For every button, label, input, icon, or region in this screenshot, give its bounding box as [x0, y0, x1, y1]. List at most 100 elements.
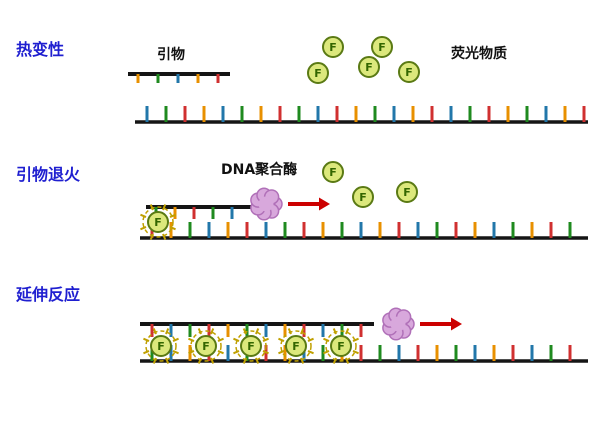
- burst-ray: [233, 337, 240, 342]
- label-annealing: 引物退火: [16, 165, 81, 184]
- burst-ray: [172, 350, 179, 355]
- burst-ray: [143, 350, 150, 355]
- burst-ray: [255, 357, 260, 364]
- burst-ray: [210, 328, 215, 335]
- burst-ray: [152, 357, 157, 364]
- burst-ray: [140, 226, 147, 231]
- burst-ray: [242, 328, 247, 335]
- arrow-head: [451, 317, 462, 331]
- burst-ray: [242, 357, 247, 364]
- burst-ray: [278, 350, 285, 355]
- bound-fluorophore: F: [278, 328, 314, 364]
- fluorophore-circle: [330, 335, 352, 357]
- bound-fluorophore: F: [233, 328, 269, 364]
- burst-ray: [300, 357, 305, 364]
- bound-fluorophore: F: [140, 204, 176, 240]
- burst-ray: [352, 337, 359, 342]
- strand-template-1: [135, 106, 588, 124]
- fluorophore-letter: F: [202, 340, 210, 353]
- burst-ring: [325, 330, 357, 362]
- burst-ray: [188, 350, 195, 355]
- fluorophore: F: [147, 211, 169, 233]
- burst-ray: [217, 350, 224, 355]
- fluorophore-letter: F: [154, 216, 162, 229]
- burst-ray: [323, 350, 330, 355]
- burst-ring: [280, 330, 312, 362]
- label-polymerase: DNA聚合酶: [221, 162, 298, 178]
- burst-ray: [143, 337, 150, 342]
- strand-primer-free: [128, 72, 230, 83]
- fluorophore: F: [285, 335, 307, 357]
- burst-ray: [165, 328, 170, 335]
- polymerase-center: [258, 196, 274, 212]
- bound-fluorophore: F: [143, 328, 179, 364]
- burst-ray: [217, 337, 224, 342]
- fluorophore: F: [396, 181, 418, 203]
- fluorophore-letter: F: [365, 61, 373, 74]
- burst-ring: [190, 330, 222, 362]
- burst-ray: [307, 350, 314, 355]
- fluorophore: F: [398, 61, 420, 83]
- fluorophore-circle: [322, 161, 344, 183]
- burst-ray: [162, 233, 167, 240]
- burst-ray: [149, 204, 154, 211]
- burst-ray: [149, 233, 154, 240]
- fluorophore-circle: [352, 186, 374, 208]
- fluorophore-letter: F: [405, 66, 413, 79]
- burst-ray: [162, 204, 167, 211]
- burst-ray: [307, 337, 314, 342]
- fluorophore-circle: [322, 36, 344, 58]
- fluorophore-circle: [398, 61, 420, 83]
- fluorophore: F: [371, 36, 393, 58]
- fluorophore-circle: [285, 335, 307, 357]
- fluorophore-letter: F: [378, 41, 386, 54]
- fluorophore-circle: [371, 36, 393, 58]
- burst-ray: [233, 350, 240, 355]
- burst-ray: [352, 350, 359, 355]
- burst-ring: [142, 206, 174, 238]
- fluorophore-circle: [195, 335, 217, 357]
- fluorophore-letter: F: [157, 340, 165, 353]
- burst-ray: [165, 357, 170, 364]
- polymerase-center: [390, 316, 406, 332]
- fluorophore: F: [150, 335, 172, 357]
- burst-ray: [345, 328, 350, 335]
- bound-fluorophore: F: [323, 328, 359, 364]
- burst-ray: [210, 357, 215, 364]
- fluorophore-letter: F: [247, 340, 255, 353]
- fluorophore-circle: [147, 211, 169, 233]
- burst-ray: [152, 328, 157, 335]
- strand-template-2: [140, 222, 588, 240]
- burst-ray: [262, 337, 269, 342]
- fluorophore-circle: [150, 335, 172, 357]
- burst-ray: [278, 337, 285, 342]
- burst-ray: [169, 213, 176, 218]
- fluorophore-circle: [358, 56, 380, 78]
- fluorophore-circle: [307, 62, 329, 84]
- label-primer: 引物: [157, 47, 185, 63]
- fluorophore: F: [307, 62, 329, 84]
- fluorophore: F: [195, 335, 217, 357]
- burst-ray: [197, 328, 202, 335]
- fluorophore: F: [322, 36, 344, 58]
- arrow-head: [319, 197, 330, 211]
- dna-polymerase-blob: [250, 187, 283, 221]
- label-denaturation: 热变性: [16, 40, 65, 59]
- fluorophore-letter: F: [292, 340, 300, 353]
- label-extension: 延伸反应: [16, 285, 81, 304]
- burst-ray: [140, 213, 147, 218]
- burst-ray: [287, 328, 292, 335]
- fluorophore: F: [240, 335, 262, 357]
- burst-ray: [345, 357, 350, 364]
- burst-ring: [235, 330, 267, 362]
- burst-ray: [262, 350, 269, 355]
- burst-ray: [255, 328, 260, 335]
- direction-arrow: [288, 197, 330, 211]
- fluorophore-circle: [396, 181, 418, 203]
- direction-arrow: [420, 317, 462, 331]
- fluorophore: F: [322, 161, 344, 183]
- burst-ray: [169, 226, 176, 231]
- burst-ray: [172, 337, 179, 342]
